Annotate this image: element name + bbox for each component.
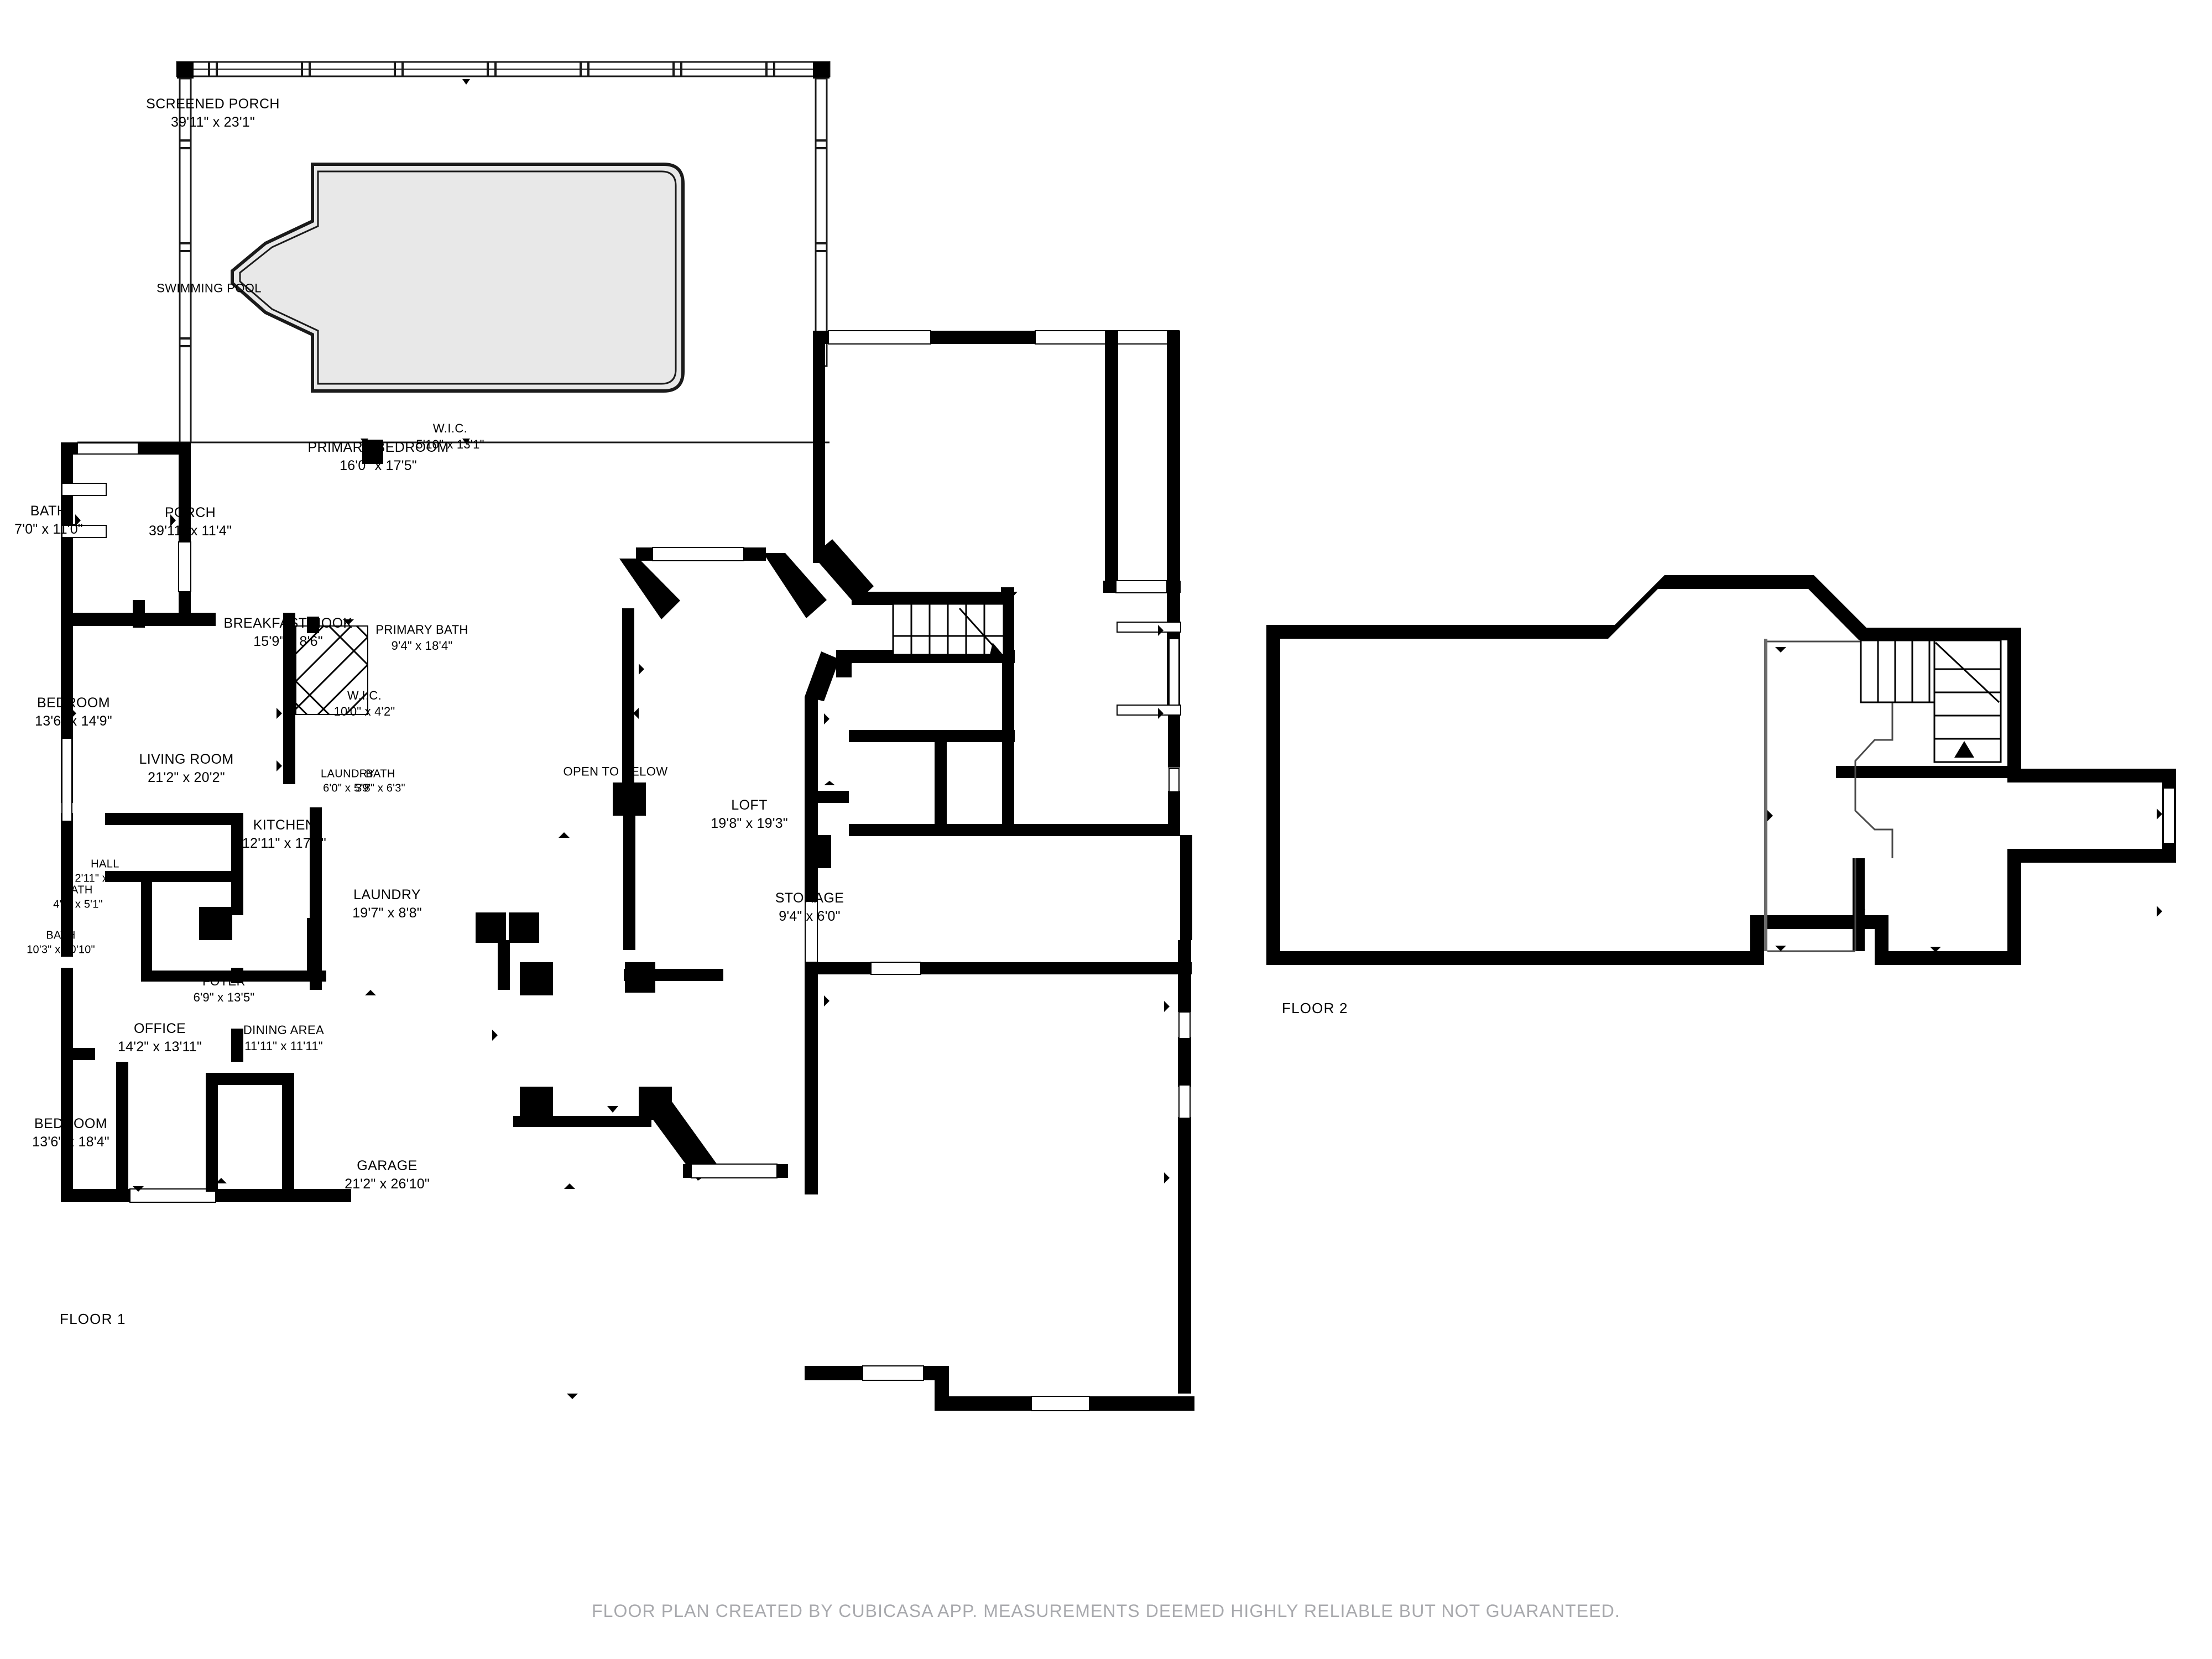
staircase-floor1 [892,603,1005,656]
floor1-walls [61,330,1194,1411]
swimming-pool-shape [231,163,685,393]
floor-1-caption: FLOOR 1 [60,1311,126,1327]
floor2-walls [1266,575,2176,965]
screened-porch-structure [77,61,831,464]
floor1-door-arrows [71,514,1170,1399]
floor2-door-arrows [1767,647,2162,952]
floor-2-caption: FLOOR 2 [1282,1000,1348,1016]
disclaimer-text: FLOOR PLAN CREATED BY CUBICASA APP. MEAS… [592,1601,1620,1621]
staircase-floor2 [1860,639,2002,763]
